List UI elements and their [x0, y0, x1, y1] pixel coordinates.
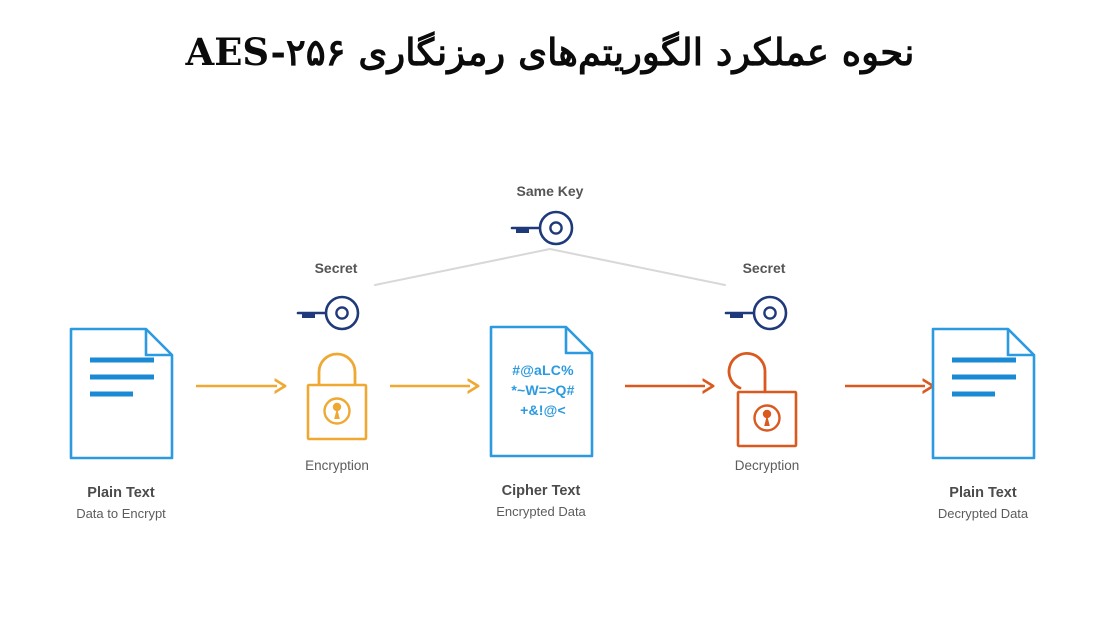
cipher-line-2: *~W=>Q# — [511, 382, 574, 398]
key-icon — [296, 295, 360, 331]
plain-text-input-node: Plain Text Data to Encrypt — [69, 327, 174, 521]
padlock-closed-icon — [306, 352, 368, 441]
cipher-line-3: +&!@< — [520, 402, 566, 418]
document-text-lines — [90, 357, 154, 397]
plain-text-output-node: Plain Text Decrypted Data — [931, 327, 1036, 521]
node-title: Plain Text — [949, 485, 1017, 501]
secret-right-label: Secret — [743, 260, 786, 276]
cipher-line-1: #@aLC% — [512, 362, 574, 378]
key-distribution-connectors — [374, 248, 726, 286]
node-title: Plain Text — [87, 485, 155, 501]
secret-key-right-group: Secret — [724, 260, 788, 331]
encryption-node: Encryption — [305, 352, 369, 473]
document-fold-icon — [564, 327, 592, 355]
same-key-group: Same Key — [510, 183, 584, 246]
node-title: Decryption — [735, 458, 800, 473]
decryption-node: Decryption — [727, 352, 800, 473]
document-fold-icon — [144, 329, 172, 357]
node-title: Encryption — [305, 458, 369, 473]
secret-key-left-group: Secret — [296, 260, 360, 331]
document-text-lines — [952, 357, 1016, 397]
padlock-open-icon — [727, 352, 798, 448]
page-title: نحوه عملکرد الگوریتم‌های رمزنگاری AES-۲۵… — [185, 30, 915, 74]
node-subtitle: Data to Encrypt — [76, 506, 166, 521]
key-icon — [510, 210, 574, 246]
secret-left-label: Secret — [315, 260, 358, 276]
document-fold-icon — [1006, 329, 1034, 357]
node-subtitle: Encrypted Data — [496, 504, 586, 519]
cipher-text-node: #@aLC% *~W=>Q# +&!@< Cipher Text Encrypt… — [489, 325, 594, 519]
node-subtitle: Decrypted Data — [938, 506, 1029, 521]
node-title: Cipher Text — [502, 483, 581, 499]
connector-same-key-to-secrets — [374, 248, 726, 286]
document-cipher-icon — [489, 325, 594, 458]
key-icon — [724, 295, 788, 331]
same-key-label: Same Key — [517, 183, 584, 199]
